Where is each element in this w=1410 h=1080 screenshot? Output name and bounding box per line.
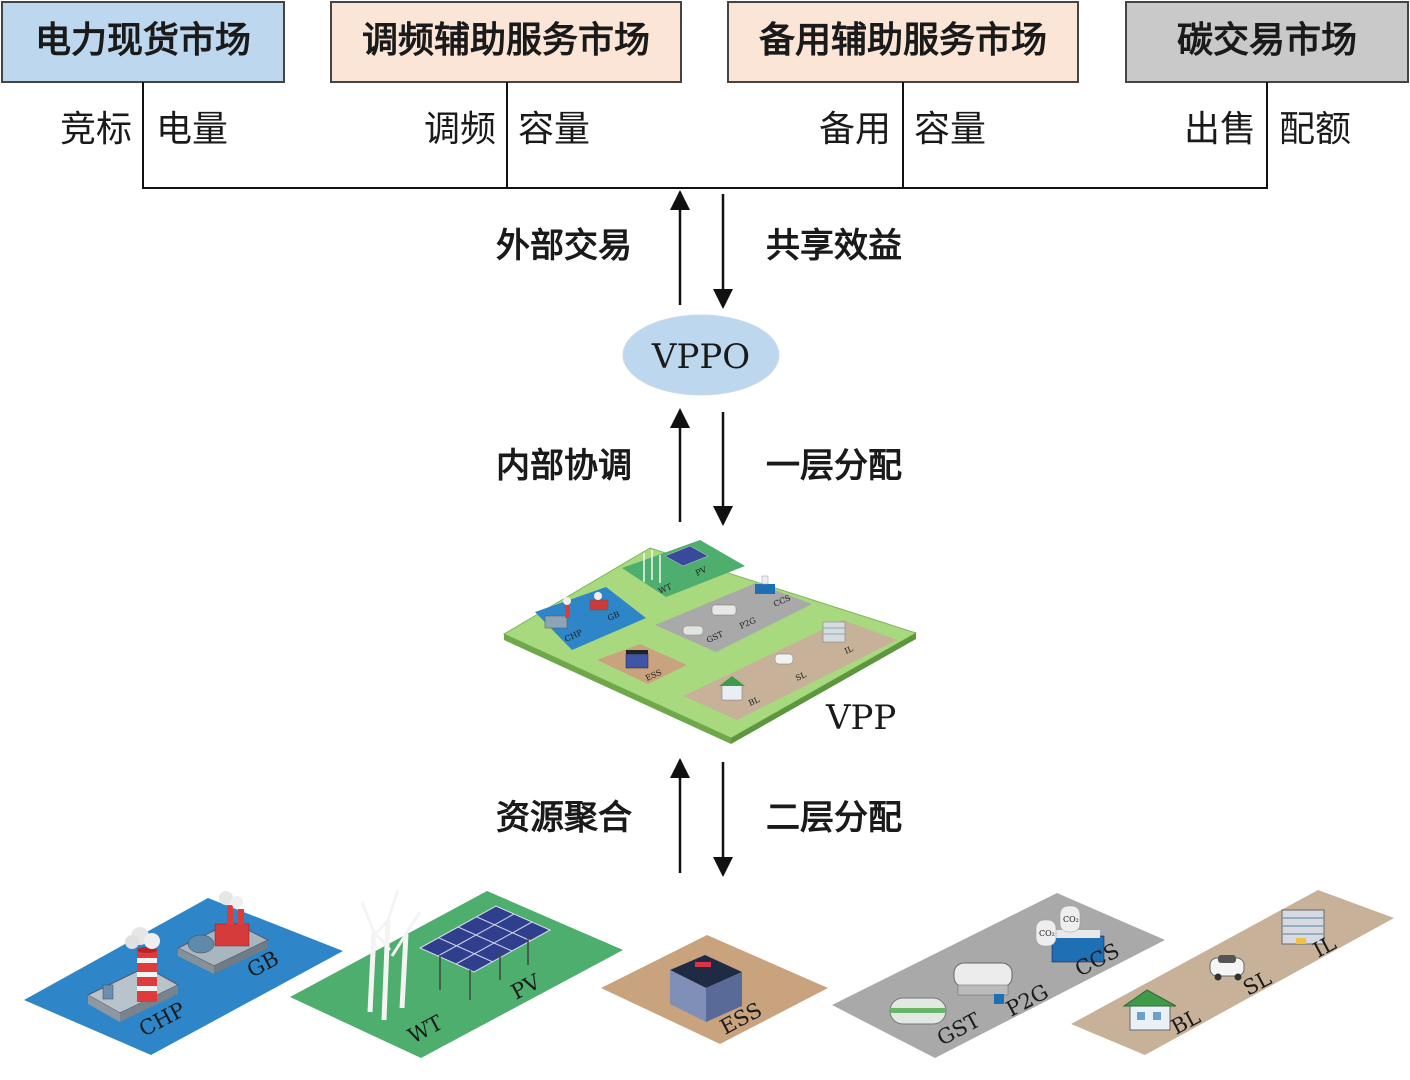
tile-loads: BL SL IL: [1071, 890, 1394, 1055]
vpp-mini-p2g-icon: [711, 604, 737, 616]
label-reserve: 备用: [819, 109, 891, 150]
chp-plant-icon: [86, 927, 180, 1022]
vpp-wt-zone: [622, 540, 745, 597]
label-internal-coord: 内部协调: [496, 446, 632, 486]
label-bid: 竞标: [60, 109, 132, 150]
vpp-mini-ess-icon: [625, 650, 649, 669]
label-freq-reg: 调频: [424, 109, 496, 150]
market-box-spot: 电力现货市场: [1, 1, 285, 83]
ccs-unit-icon: CO₂ CO₂: [1035, 905, 1105, 963]
market-box-reserve: 备用辅助服务市场: [727, 1, 1079, 83]
label-energy: 电量: [156, 109, 228, 150]
market-spot-title: 电力现货市场: [35, 19, 251, 61]
vpp-platform: CHP GB WT PV GST P2G CCS ESS BL SL IL: [502, 540, 918, 744]
vpp-mini-bl-icon: [719, 676, 745, 701]
vpp-mini-chp-icon: [544, 597, 571, 629]
vpp-label: VPP: [825, 698, 896, 738]
label-external-trade: 外部交易: [496, 226, 632, 266]
vpp-mini-ccs-icon: [755, 575, 775, 594]
label-shared-benefit: 共享效益: [766, 226, 902, 266]
vpp-mini-pv-icon: [664, 545, 709, 567]
market-connector: [142, 82, 1268, 189]
vpp-mini-il-label: IL: [843, 644, 855, 656]
label-resource-agg: 资源聚合: [496, 798, 632, 838]
market-frequency-title: 调频辅助服务市场: [362, 19, 650, 61]
vpp-mini-wt-icon: [643, 550, 661, 583]
vpp-mini-bl-label: BL: [747, 695, 762, 708]
vpp-mini-gb-icon: [589, 592, 609, 611]
co2-tank-label-2: CO₂: [1063, 915, 1079, 924]
tile-chp-gb: CHP GB: [24, 891, 343, 1055]
market-reserve-title: 备用辅助服务市场: [759, 19, 1047, 61]
market-carbon-title: 碳交易市场: [1177, 19, 1357, 61]
market-box-carbon: 碳交易市场: [1125, 1, 1409, 83]
label-sell: 出售: [1184, 109, 1256, 150]
vpp-mini-sl-label: SL: [794, 670, 808, 683]
co2-tank-label-1: CO₂: [1039, 929, 1055, 938]
vpp-mini-gst-icon: [682, 625, 704, 636]
tile-ess: ESS: [601, 935, 828, 1044]
p2g-unit-icon: [953, 962, 1013, 1004]
wt-turbines-icon: [360, 889, 422, 1021]
sl-car-icon: [1209, 955, 1245, 981]
vpp-mini-sl-icon: [774, 653, 794, 665]
ess-battery-icon: [670, 955, 742, 1022]
vpp-chp-zone: [535, 587, 646, 650]
tile-gas: CO₂ CO₂ GST P2G CCS: [832, 893, 1165, 1058]
tile-wt-pv: WT PV: [290, 889, 623, 1058]
bl-house-icon: [1122, 989, 1177, 1031]
label-freq-cap: 容量: [518, 109, 590, 150]
il-building-icon: [1281, 909, 1325, 945]
vpp-mini-pv-label: PV: [694, 565, 708, 578]
label-reserve-cap: 容量: [914, 109, 986, 150]
label-second-alloc: 二层分配: [766, 798, 902, 838]
vppo-node: VPPO: [622, 314, 780, 396]
gb-plant-icon: [176, 891, 270, 974]
gst-tank-icon: [889, 997, 947, 1025]
vppo-label: VPPO: [651, 337, 750, 377]
vpp-mini-il-icon: [822, 621, 846, 643]
pv-array-icon: [418, 905, 552, 1000]
label-first-alloc: 一层分配: [766, 446, 902, 486]
label-quota: 配额: [1279, 109, 1351, 150]
market-box-frequency: 调频辅助服务市场: [330, 1, 682, 83]
